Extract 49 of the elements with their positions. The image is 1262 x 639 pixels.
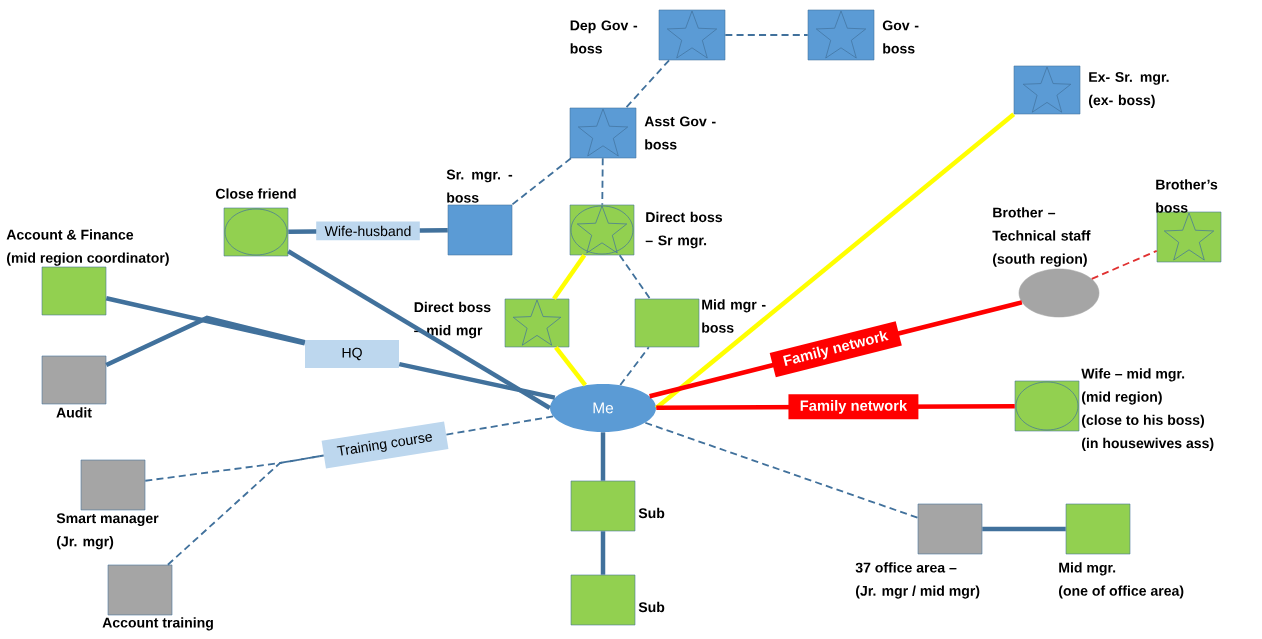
node-label: Sr. mgr. - boss: [446, 169, 513, 203]
tag-box: Training course: [321, 421, 449, 469]
edge-label: Family network: [769, 321, 902, 378]
node-label: Wife – mid mgr. (mid region) (close to his boss) (in housewives ass): [1081, 368, 1214, 451]
connector-line: [166, 454, 325, 566]
edge-label: Family network: [788, 394, 919, 420]
node-label: Asst Gov - boss: [644, 116, 716, 150]
connector-line: [398, 361, 556, 400]
connector-line: [625, 59, 670, 109]
connector-line: [724, 34, 809, 36]
connector-line: [982, 526, 1066, 532]
connector-line: [618, 254, 651, 300]
tag-box: HQ: [305, 340, 399, 368]
connector-line: [445, 415, 554, 436]
node-label: Direct boss – Sr mgr.: [645, 211, 723, 249]
node-label: Account & Finance (mid region coordinator): [6, 229, 169, 266]
connector-line: [644, 421, 919, 519]
connector-line: [552, 254, 587, 300]
node-label: Mid mgr - boss: [702, 299, 766, 333]
node-label: Dep Gov - boss: [570, 20, 638, 54]
node-label: Brother’s boss: [1156, 179, 1218, 213]
node-label: Mid mgr. (one of office area): [1059, 562, 1184, 599]
node-label: Smart manager (Jr. mgr): [56, 513, 159, 550]
edge-label: Wife-husband: [316, 221, 420, 241]
connector-line: [600, 531, 606, 575]
connector-line: [105, 296, 306, 346]
node-label: Audit: [56, 407, 92, 418]
connector-line: [554, 345, 587, 387]
node-label: (mid region): [1081, 391, 1162, 405]
connector-line: [287, 249, 551, 410]
connector-line: [619, 346, 650, 386]
connector-line: [511, 157, 572, 206]
node-label: Sub: [638, 601, 665, 613]
center-oval: Me: [550, 384, 656, 432]
node-label: Close friend: [215, 188, 296, 199]
connector-line: [600, 432, 606, 481]
connector-line: [1090, 249, 1158, 280]
node-label: Ex- Sr. mgr. (ex- boss): [1089, 72, 1169, 108]
node-label: Wife – mid mgr.: [1081, 368, 1185, 382]
connector-line: [654, 112, 1016, 410]
connector-line: [105, 315, 306, 367]
node-label: Brother – Technical staff (south region): [992, 207, 1091, 267]
node-label: (close to his boss): [1081, 414, 1205, 428]
node-label: Account training: [102, 617, 213, 631]
node-label: Gov - boss: [882, 20, 919, 54]
node-label: (in housewives ass): [1081, 437, 1214, 451]
node-label: 37 office area – (Jr. mgr / mid mgr): [855, 562, 980, 599]
node-label: Sub: [638, 507, 665, 519]
connector-line: [601, 157, 604, 206]
